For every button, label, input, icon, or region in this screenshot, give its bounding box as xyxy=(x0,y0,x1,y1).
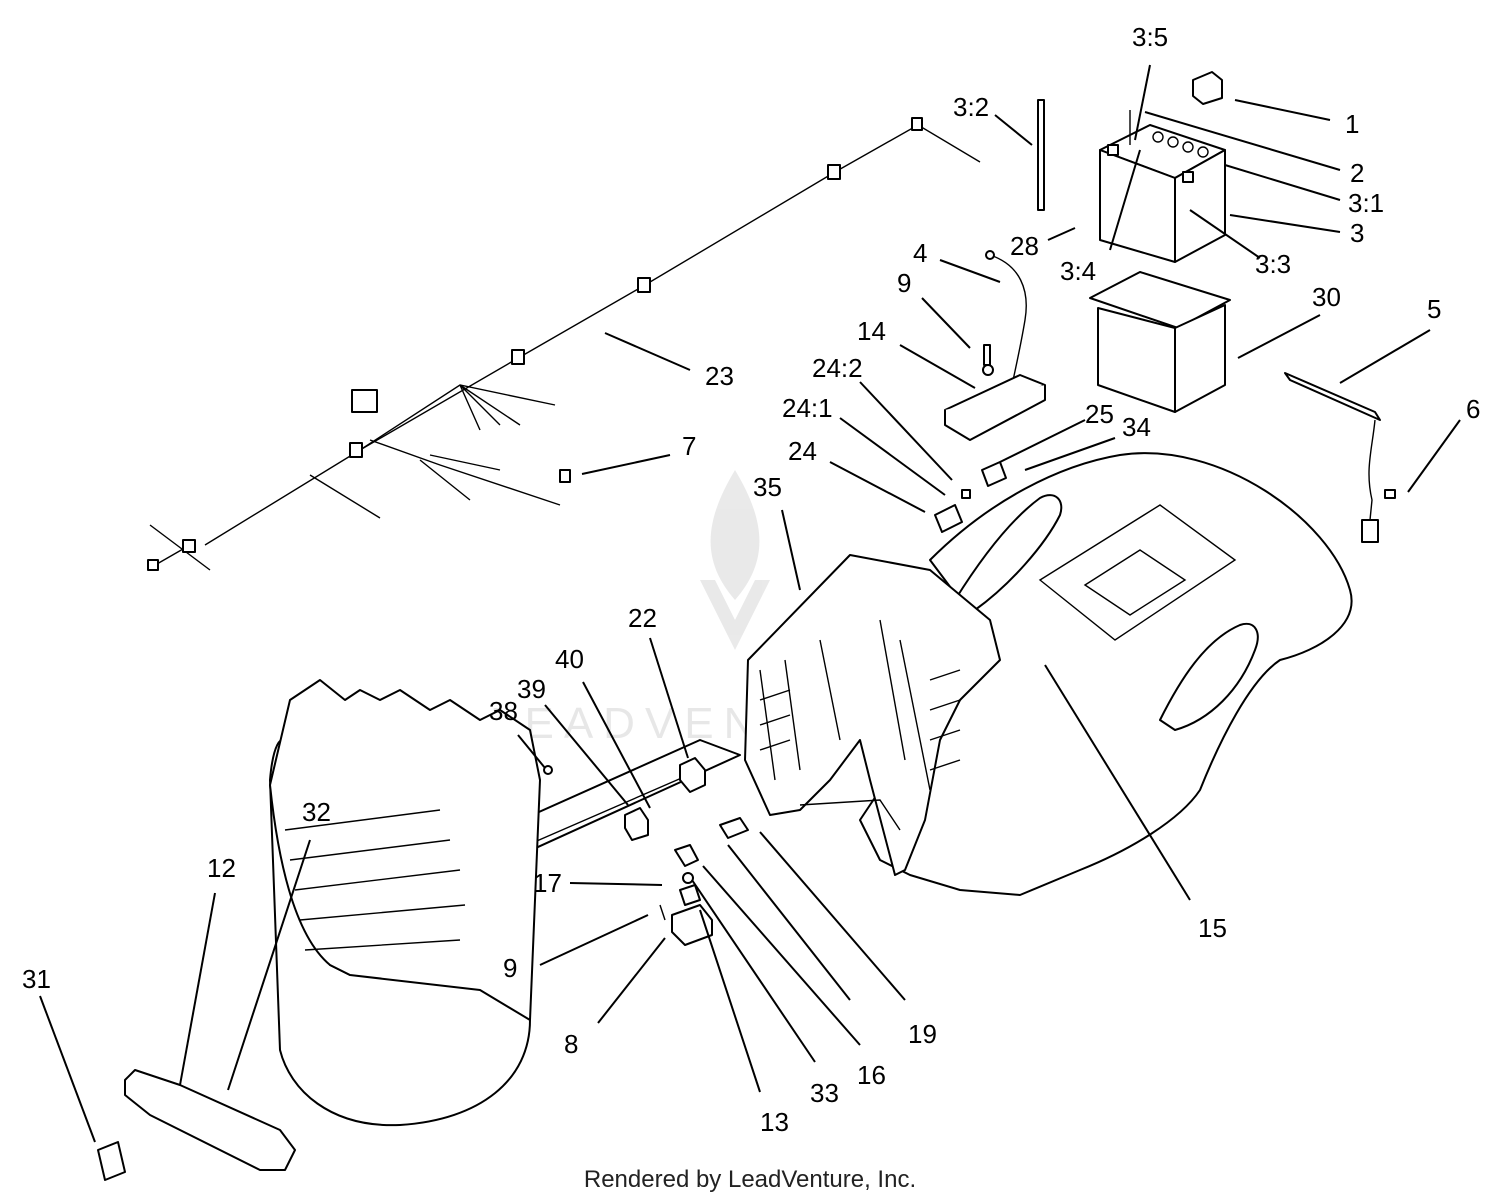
battery-tray xyxy=(1089,271,1231,413)
mounting-bracket xyxy=(944,374,1046,441)
footer-credit: Rendered by LeadVenture, Inc. xyxy=(583,1166,917,1193)
callout-1: 1 xyxy=(1345,109,1359,139)
callout-3-5: 3:5 xyxy=(1132,22,1168,52)
front-bumper xyxy=(124,1069,296,1171)
watermark-logo xyxy=(700,470,770,650)
fender-deck xyxy=(859,452,1353,896)
callout-9-bottom: 9 xyxy=(503,953,517,983)
connector xyxy=(719,817,749,839)
callout-24-1: 24:1 xyxy=(782,393,833,423)
callout-40: 40 xyxy=(555,644,584,674)
callout-17: 17 xyxy=(533,868,562,898)
callout-39: 39 xyxy=(517,674,546,704)
callout-28: 28 xyxy=(1010,231,1039,261)
battery xyxy=(1099,110,1226,263)
callout-34: 34 xyxy=(1122,412,1151,442)
callout-19: 19 xyxy=(908,1019,937,1049)
ignition-switch xyxy=(934,461,1007,533)
callout-2: 2 xyxy=(1350,158,1364,188)
leader-lines xyxy=(39,64,1461,1143)
callout-33: 33 xyxy=(810,1078,839,1108)
emblem xyxy=(97,1141,126,1181)
callout-25: 25 xyxy=(1085,399,1114,429)
callout-31: 31 xyxy=(22,964,51,994)
wire-harness xyxy=(147,117,981,571)
callout-14: 14 xyxy=(857,316,886,346)
solenoid xyxy=(659,844,713,946)
callout-8: 8 xyxy=(564,1029,578,1059)
switch-40 xyxy=(624,807,649,841)
callout-35: 35 xyxy=(753,472,782,502)
callout-22: 22 xyxy=(628,603,657,633)
callout-5: 5 xyxy=(1427,294,1441,324)
callout-13: 13 xyxy=(760,1107,789,1137)
callout-24-2: 24:2 xyxy=(812,353,863,383)
callout-3-3: 3:3 xyxy=(1255,249,1291,279)
callout-3-1: 3:1 xyxy=(1348,188,1384,218)
dash-panel xyxy=(744,554,1001,876)
callout-24: 24 xyxy=(788,436,817,466)
callout-30: 30 xyxy=(1312,282,1341,312)
hold-down-rod xyxy=(1284,372,1396,543)
battery-cable xyxy=(982,250,1027,396)
battery-cap xyxy=(1192,71,1223,105)
callout-38: 38 xyxy=(489,696,518,726)
relay xyxy=(679,757,706,793)
callout-3: 3 xyxy=(1350,218,1364,248)
callout-15: 15 xyxy=(1198,913,1227,943)
callout-12: 12 xyxy=(207,853,236,883)
callout-6: 6 xyxy=(1466,394,1480,424)
screw-38 xyxy=(543,765,553,775)
callout-4: 4 xyxy=(913,238,927,268)
callout-7: 7 xyxy=(682,431,696,461)
callout-16: 16 xyxy=(857,1060,886,1090)
callout-9-top: 9 xyxy=(897,268,911,298)
hood-grille xyxy=(269,679,541,1127)
callout-23: 23 xyxy=(705,361,734,391)
callout-3-4: 3:4 xyxy=(1060,256,1096,286)
callout-32: 32 xyxy=(302,797,331,827)
battery-strap-rod xyxy=(1037,99,1045,211)
callout-3-2: 3:2 xyxy=(953,92,989,122)
